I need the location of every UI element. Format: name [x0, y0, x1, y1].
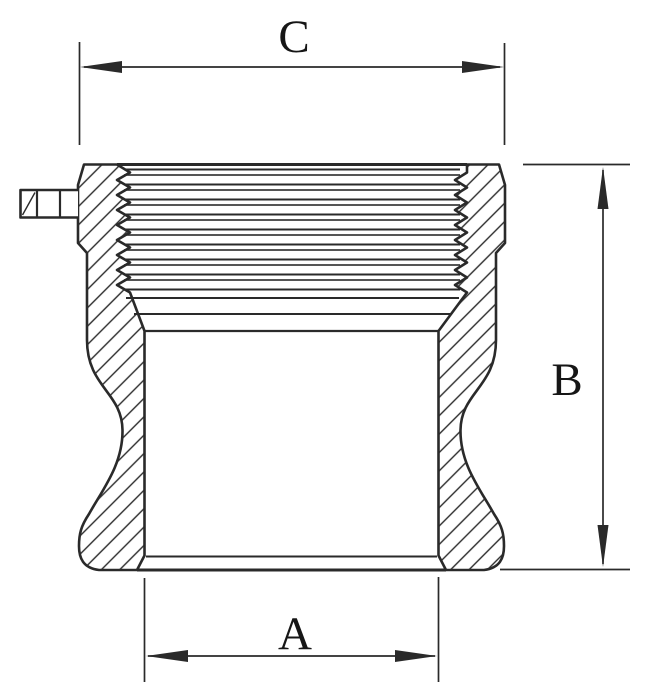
side-lug: [19, 188, 78, 219]
dim-c-arrow-right: [462, 61, 504, 73]
dimension-label-c: C: [278, 11, 309, 63]
dimension-b: B: [500, 163, 630, 571]
side-lug-hatch-line: [21, 192, 36, 216]
left-wall-section: [76, 163, 146, 572]
thread-lines: [124, 167, 460, 294]
dim-c-arrow-left: [80, 61, 122, 73]
dimension-a: A: [143, 577, 440, 682]
dim-a-arrow-right: [395, 650, 437, 662]
right-wall-section: [437, 163, 507, 572]
dimension-label-a: A: [278, 608, 312, 660]
dimension-c: C: [78, 11, 506, 145]
side-lug-outline: [19, 188, 78, 219]
dimension-label-b: B: [551, 354, 582, 406]
dim-a-arrow-left: [146, 650, 188, 662]
dim-b-arrow-down: [597, 525, 609, 567]
fitting-cross-section: [19, 163, 507, 572]
dim-b-arrow-up: [597, 167, 609, 209]
